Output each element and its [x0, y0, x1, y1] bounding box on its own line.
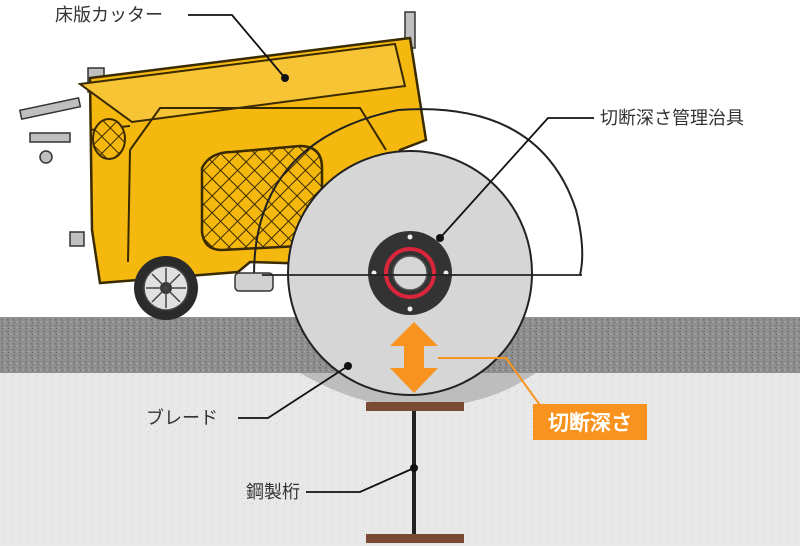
leader-lines [188, 14, 594, 493]
leader-blade [238, 365, 349, 419]
label-girder: 鋼製桁 [246, 482, 300, 503]
girder-web [412, 411, 416, 536]
girder-bottom-flange [366, 534, 464, 543]
label-jig: 切断深さ管理治具 [600, 108, 744, 129]
machine-top-cover [77, 42, 407, 124]
label-depth: 切断深さ [548, 411, 632, 435]
label-blade: ブレード [146, 407, 218, 429]
label-cutter: 床版カッター [55, 5, 163, 26]
leader-jig [439, 117, 594, 239]
side-vent [92, 118, 126, 160]
leader-girder [306, 467, 415, 493]
axle-housing [234, 272, 274, 292]
steel-girder [366, 402, 464, 543]
floor-slab-cutter [18, 11, 584, 396]
hub-center [392, 255, 428, 291]
girder-top-flange [366, 402, 464, 411]
blade-assembly [262, 150, 582, 396]
leader-cutter [188, 14, 286, 79]
flange-ring [384, 247, 436, 299]
depth-arrow [390, 322, 438, 393]
blade-guard [253, 108, 584, 276]
labels: 床版カッター 切断深さ管理治具 ブレード 鋼製桁 切断深さ [55, 5, 744, 503]
wheel [134, 256, 198, 320]
depth-label-box [533, 404, 647, 440]
leader-depth [438, 357, 543, 409]
